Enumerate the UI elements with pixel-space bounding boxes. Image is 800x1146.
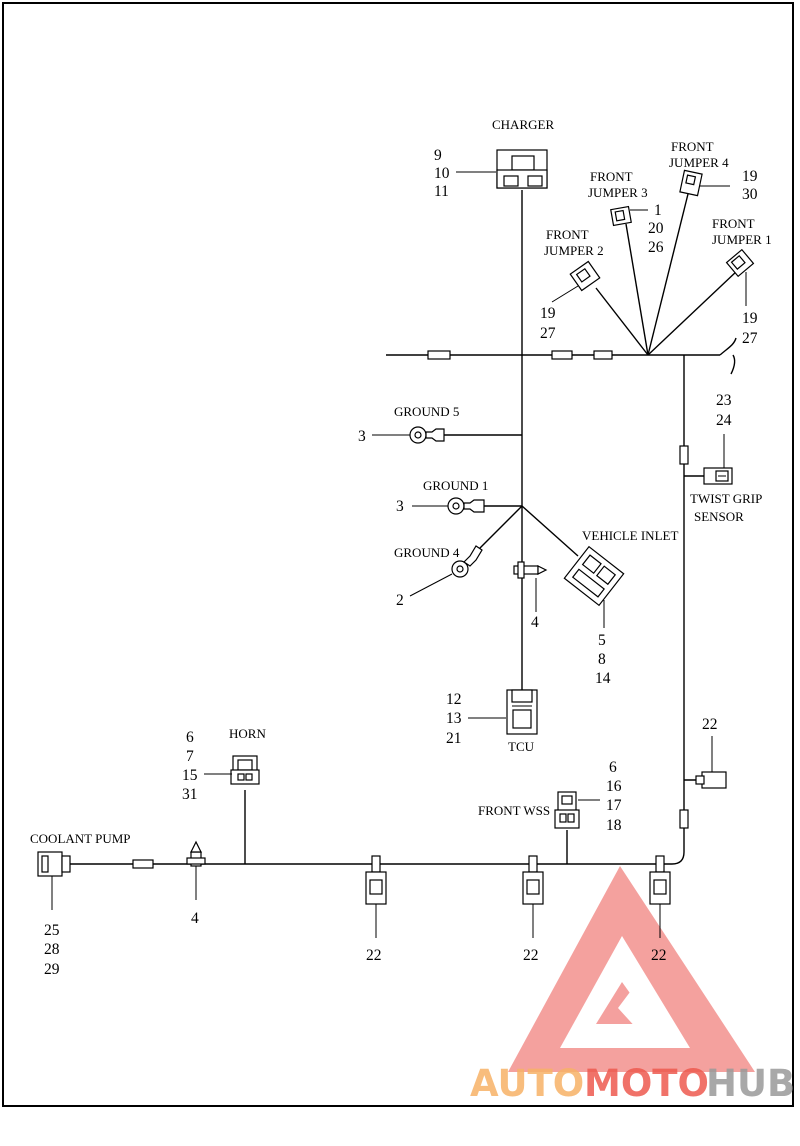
- coolant-pump-label: COOLANT PUMP: [30, 831, 131, 846]
- ground-4-label: GROUND 4: [394, 545, 460, 560]
- charger-connector[interactable]: [496, 149, 548, 189]
- front-wss-num-2: 16: [606, 778, 622, 795]
- front-jumper-4-connector[interactable]: [679, 169, 703, 197]
- vehicle-inlet-num-2: 8: [598, 651, 606, 668]
- ground-5-label: GROUND 5: [394, 404, 459, 419]
- twist-grip-sensor-connector[interactable]: [703, 467, 733, 485]
- charger-num-1: 9: [434, 147, 442, 164]
- harness-wires: [70, 190, 739, 865]
- ground-1-label: GROUND 1: [423, 478, 488, 493]
- charger-label: CHARGER: [492, 117, 554, 132]
- front-wss-connector[interactable]: [554, 791, 580, 829]
- diagram-border: [2, 2, 794, 1107]
- front-jumper-3-num-1: 1: [654, 202, 662, 219]
- front-jumper-2-label-2: JUMPER 2: [544, 243, 604, 258]
- ground-1-num: 3: [396, 498, 404, 515]
- tcu-num-2: 13: [446, 710, 462, 727]
- ground-4-num: 2: [396, 592, 404, 609]
- horn-num-1: 6: [186, 729, 194, 746]
- front-wss-num-1: 6: [609, 759, 617, 776]
- watermark-text-auto: AUTO: [470, 1062, 584, 1105]
- front-jumper-3-label-1: FRONT: [590, 169, 633, 184]
- clip-22-c[interactable]: [649, 855, 671, 905]
- tcu-label: TCU: [508, 739, 535, 754]
- watermark-logo: [508, 866, 755, 1072]
- front-jumper-1-num-2: 27: [742, 330, 758, 347]
- twist-grip-label-2: SENSOR: [694, 509, 744, 524]
- horn-label: HORN: [229, 726, 266, 741]
- front-jumper-3-num-3: 26: [648, 239, 664, 256]
- clip-22-a[interactable]: [365, 855, 387, 905]
- splice-sleeves: [132, 350, 689, 869]
- clip-4-upper-num: 4: [531, 614, 539, 631]
- clip-22-right-num: 22: [702, 716, 718, 733]
- watermark-text-hub: HUB: [706, 1062, 795, 1105]
- front-jumper-4-label-1: FRONT: [671, 139, 714, 154]
- component-labels: CHARGER 9 10 11 FRONT JUMPER 3 1 20 26 F…: [30, 117, 772, 978]
- front-jumper-1-connector[interactable]: [725, 248, 755, 278]
- front-jumper-2-num-1: 19: [540, 305, 556, 322]
- front-jumper-1-label-1: FRONT: [712, 216, 755, 231]
- clip-4-lower[interactable]: [186, 840, 206, 867]
- leader-lines: [51, 171, 747, 938]
- twist-grip-label-1: TWIST GRIP: [690, 491, 762, 506]
- clip-4-lower-num: 4: [191, 910, 199, 927]
- front-jumper-2-connector[interactable]: [569, 260, 601, 292]
- front-wss-num-4: 18: [606, 817, 622, 834]
- front-jumper-4-num-1: 19: [742, 168, 758, 185]
- twist-grip-num-1: 23: [716, 392, 732, 409]
- clip-22-b-num: 22: [523, 947, 539, 964]
- tcu-num-1: 12: [446, 691, 462, 708]
- clip-22-c-num: 22: [651, 947, 667, 964]
- ground-5-ring-terminal[interactable]: [409, 426, 445, 444]
- front-jumper-4-label-2: JUMPER 4: [669, 155, 729, 170]
- horn-num-2: 7: [186, 748, 194, 765]
- vehicle-inlet-num-1: 5: [598, 632, 606, 649]
- front-jumper-2-num-2: 27: [540, 325, 556, 342]
- clip-22-a-num: 22: [366, 947, 382, 964]
- front-jumper-3-num-2: 20: [648, 220, 664, 237]
- horn-num-4: 31: [182, 786, 198, 803]
- vehicle-inlet-connector[interactable]: [563, 545, 625, 607]
- front-jumper-2-label-1: FRONT: [546, 227, 589, 242]
- ground-1-ring-terminal[interactable]: [447, 497, 485, 515]
- clip-22-b[interactable]: [522, 855, 544, 905]
- coolant-pump-num-3: 29: [44, 961, 60, 978]
- vehicle-inlet-num-3: 14: [595, 670, 611, 687]
- charger-num-2: 10: [434, 165, 450, 182]
- coolant-pump-num-1: 25: [44, 922, 60, 939]
- front-jumper-3-label-2: JUMPER 3: [588, 185, 648, 200]
- front-jumper-3-connector[interactable]: [610, 205, 632, 227]
- watermark-text: AUTO MOTO HUB: [470, 1062, 795, 1105]
- ground-5-num: 3: [358, 428, 366, 445]
- horn-num-3: 15: [182, 767, 198, 784]
- coolant-pump-num-2: 28: [44, 941, 60, 958]
- horn-connector[interactable]: [230, 755, 260, 785]
- watermark-text-moto: MOTO: [584, 1062, 709, 1105]
- vehicle-inlet-label: VEHICLE INLET: [582, 528, 678, 543]
- clip-4-upper[interactable]: [513, 561, 548, 579]
- ground-4-ring-terminal[interactable]: [451, 545, 483, 578]
- charger-num-3: 11: [434, 183, 449, 200]
- front-wss-label: FRONT WSS: [478, 803, 550, 818]
- front-jumper-1-label-2: JUMPER 1: [712, 232, 772, 247]
- tcu-num-3: 21: [446, 730, 462, 747]
- front-jumper-4-num-2: 30: [742, 186, 758, 203]
- front-wss-num-3: 17: [606, 797, 622, 814]
- twist-grip-num-2: 24: [716, 412, 732, 429]
- front-jumper-1-num-1: 19: [742, 310, 758, 327]
- coolant-pump-connector[interactable]: [37, 851, 71, 877]
- clip-22-right[interactable]: [695, 771, 727, 789]
- tcu-connector[interactable]: [506, 689, 538, 735]
